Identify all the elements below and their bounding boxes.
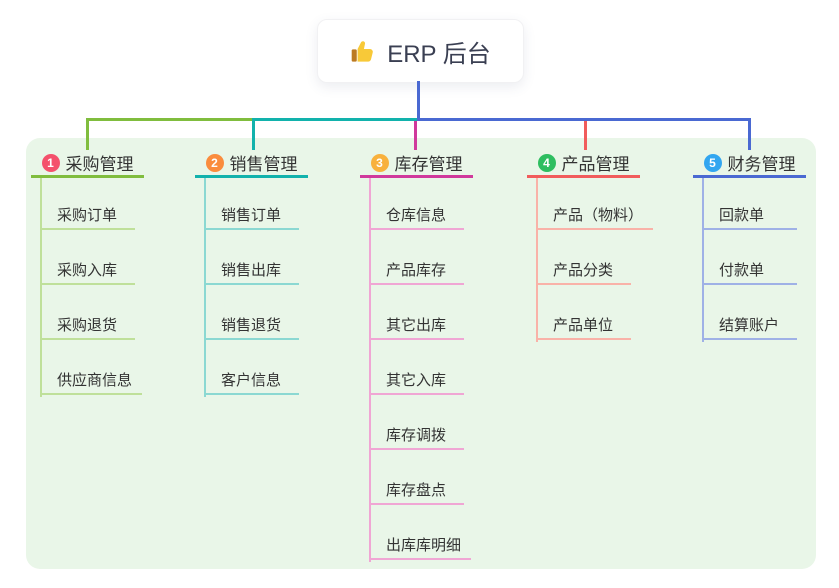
connector-trunk-green — [86, 118, 255, 121]
branch-title-sales[interactable]: 2 销售管理 — [195, 150, 308, 178]
child-node[interactable]: 付款单 — [702, 259, 797, 285]
branch-children-line-1 — [40, 178, 42, 397]
child-node[interactable]: 库存盘点 — [369, 479, 464, 505]
branch-label: 产品管理 — [561, 155, 630, 174]
child-node[interactable]: 其它出库 — [369, 314, 464, 340]
connector-drop-5 — [748, 118, 751, 150]
branch-badge-2: 2 — [205, 153, 224, 172]
child-node[interactable]: 其它入库 — [369, 369, 464, 395]
connector-root-stub — [417, 81, 420, 119]
branch-badge-4: 4 — [537, 153, 556, 172]
child-node[interactable]: 出库库明细 — [369, 534, 472, 560]
connector-drop-4 — [584, 121, 587, 150]
connector-trunk-teal — [255, 118, 417, 121]
branch-title-product[interactable]: 4 产品管理 — [527, 150, 640, 178]
branch-label: 财务管理 — [727, 155, 796, 174]
branches-panel — [26, 138, 816, 569]
branch-label: 库存管理 — [394, 155, 463, 174]
child-node[interactable]: 产品分类 — [536, 259, 631, 285]
child-node[interactable]: 产品库存 — [369, 259, 464, 285]
child-node[interactable]: 采购退货 — [40, 314, 135, 340]
child-node[interactable]: 库存调拨 — [369, 424, 464, 450]
child-node[interactable]: 销售出库 — [204, 259, 299, 285]
child-node[interactable]: 销售订单 — [204, 204, 299, 230]
branch-title-inventory[interactable]: 3 库存管理 — [360, 150, 473, 178]
child-node[interactable]: 回款单 — [702, 204, 797, 230]
branch-badge-3: 3 — [370, 153, 389, 172]
branch-label: 采购管理 — [65, 155, 134, 174]
child-node[interactable]: 采购入库 — [40, 259, 135, 285]
root-node-label: ERP 后台 — [387, 40, 491, 68]
child-node[interactable]: 销售退货 — [204, 314, 299, 340]
branch-children-line-5 — [702, 178, 704, 342]
branch-children-line-3 — [369, 178, 371, 562]
child-node[interactable]: 客户信息 — [204, 369, 299, 395]
child-node[interactable]: 产品单位 — [536, 314, 631, 340]
child-node[interactable]: 仓库信息 — [369, 204, 464, 230]
thumbs-up-icon — [350, 38, 377, 65]
child-node[interactable]: 结算账户 — [702, 314, 797, 340]
root-node-erp[interactable]: ERP 后台 — [317, 19, 524, 83]
branch-title-finance[interactable]: 5 财务管理 — [693, 150, 806, 178]
connector-trunk-blue — [417, 118, 751, 121]
branch-children-line-2 — [204, 178, 206, 397]
child-node[interactable]: 产品（物料） — [536, 204, 654, 230]
branch-badge-5: 5 — [703, 153, 722, 172]
child-node[interactable]: 采购订单 — [40, 204, 135, 230]
connector-drop-1 — [86, 118, 89, 150]
connector-drop-2 — [252, 118, 255, 150]
branch-children-line-4 — [536, 178, 538, 342]
branch-badge-1: 1 — [41, 153, 60, 172]
branch-label: 销售管理 — [229, 155, 298, 174]
connector-drop-3 — [414, 121, 417, 150]
branch-title-purchase[interactable]: 1 采购管理 — [31, 150, 144, 178]
child-node[interactable]: 供应商信息 — [40, 369, 143, 395]
